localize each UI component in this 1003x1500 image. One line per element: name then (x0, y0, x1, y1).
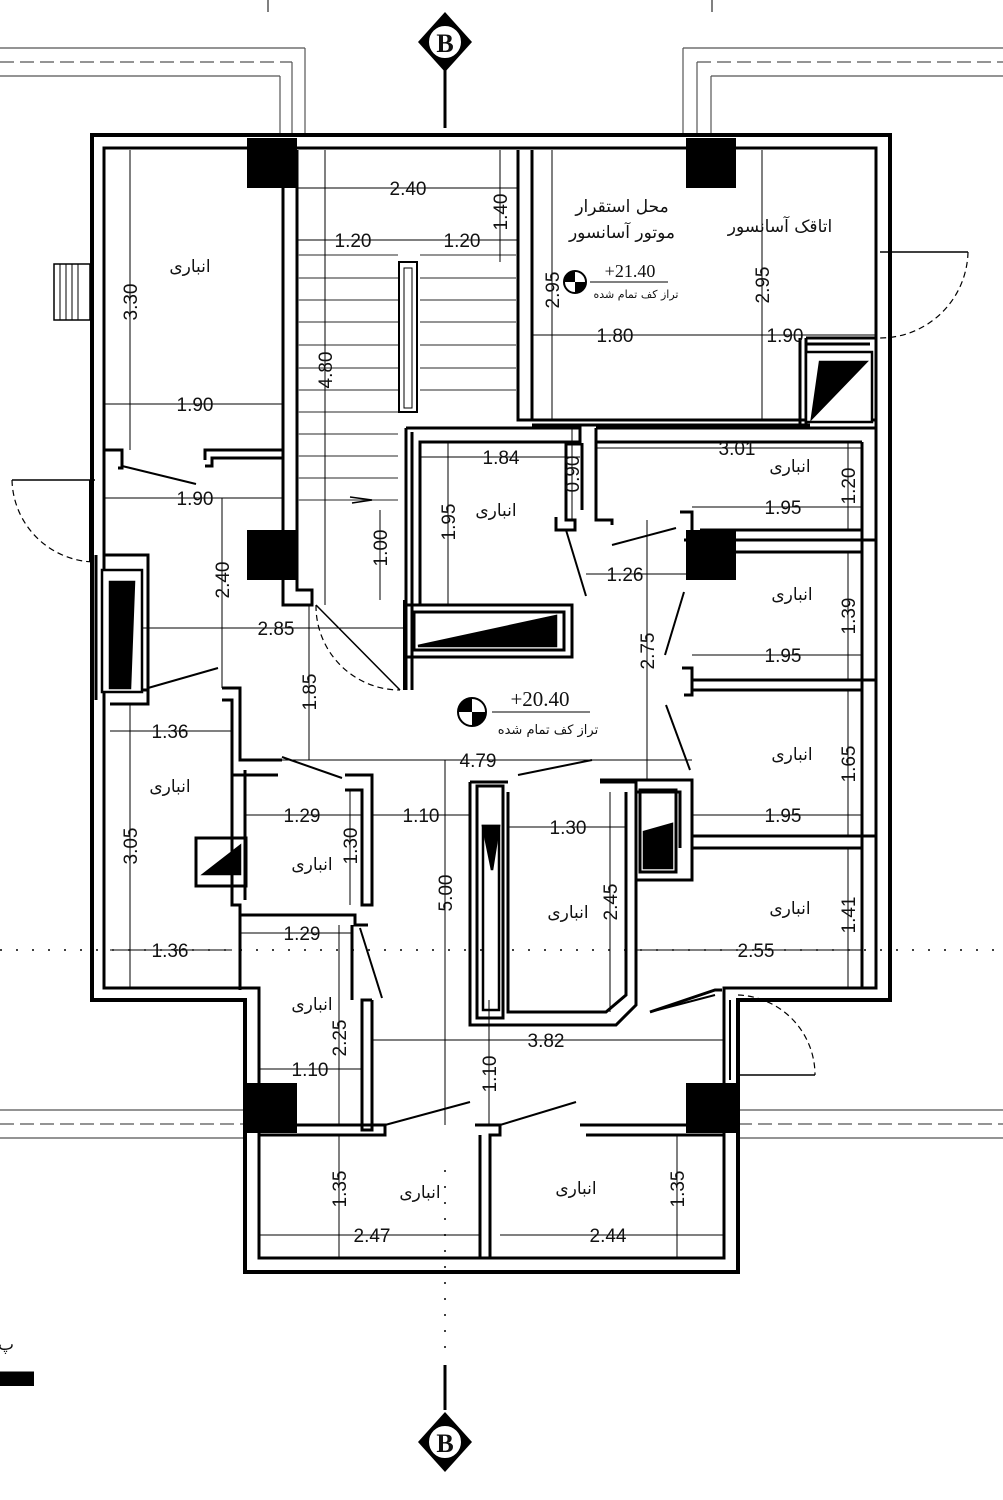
roof-boundary-lines (0, 47, 1003, 1139)
room-label-motor-line2: موتور آسانسور (568, 221, 675, 243)
room-label-storage-11: انباری (399, 1183, 440, 1203)
room-label-storage-2: انباری (475, 501, 516, 521)
dim-2-25: 2.25 (330, 1020, 351, 1057)
dimension-texts: 2.40 1.20 1.20 1.40 4.80 3.30 1.90 1.90 … (121, 179, 860, 1247)
dim-4-80: 4.80 (316, 352, 337, 389)
room-label-storage-4: انباری (771, 585, 812, 605)
dim-1-00: 1.00 (371, 530, 392, 567)
dim-1-84: 1.84 (483, 448, 520, 469)
axis-label-top: B (436, 29, 453, 58)
dim-1-10-b: 1.10 (292, 1060, 329, 1081)
dim-1-35-b: 1.35 (668, 1171, 689, 1208)
dim-2-45: 2.45 (601, 884, 622, 921)
dim-1-20-a: 1.20 (335, 231, 372, 252)
dim-1-26: 1.26 (607, 565, 644, 586)
dim-1-85: 1.85 (300, 674, 321, 711)
room-label-storage-7: انباری (291, 855, 332, 875)
dim-1-10-a: 1.10 (403, 806, 440, 827)
dim-1-41: 1.41 (839, 897, 860, 934)
dim-1-35-a: 1.35 (330, 1171, 351, 1208)
room-label-storage-6: انباری (149, 777, 190, 797)
dim-1-20-b: 1.20 (444, 231, 481, 252)
dim-2-95-b: 2.95 (753, 267, 774, 304)
dim-3-82: 3.82 (528, 1031, 565, 1052)
room-label-storage-8: انباری (547, 903, 588, 923)
room-label-storage-3: انباری (769, 457, 810, 477)
dim-3-30: 3.30 (121, 284, 142, 321)
room-labels: انباری انباری انباری انباری انباری انبار… (149, 197, 832, 1203)
dim-2-40-top: 2.40 (390, 179, 427, 200)
dimension-lines (104, 150, 876, 1258)
dim-1-90-b: 1.90 (177, 489, 214, 510)
room-label-storage-5: انباری (771, 745, 812, 765)
dim-3-01: 3.01 (719, 439, 756, 460)
room-label-storage-9: انباری (769, 899, 810, 919)
dim-1-95-b: 1.95 (765, 498, 802, 519)
doors (11, 251, 969, 1126)
edge-text-fragment: پ (0, 1335, 14, 1355)
dim-1-40: 1.40 (491, 194, 512, 231)
dim-1-39: 1.39 (839, 598, 860, 635)
dim-1-29-b: 1.29 (284, 924, 321, 945)
axis-bubble-bottom: B (418, 1412, 472, 1472)
level-value-motor: +21.40 (605, 261, 656, 281)
room-label-storage-12: انباری (555, 1179, 596, 1199)
stair-treads (298, 254, 516, 504)
level-value-main: +20.40 (510, 687, 569, 711)
dim-1-80: 1.80 (597, 326, 634, 347)
room-label-motor-line1: محل استقرار (574, 197, 668, 217)
columns (247, 138, 736, 1133)
dim-1-29-a: 1.29 (284, 806, 321, 827)
dim-1-95-c: 1.95 (765, 646, 802, 667)
room-label-storage-1: انباری (169, 257, 210, 277)
axis-label-bottom: B (436, 1429, 453, 1458)
dim-2-55: 2.55 (738, 941, 775, 962)
level-caption-main: تراز کف تمام شده (498, 723, 599, 738)
dim-1-36-b: 1.36 (152, 941, 189, 962)
dim-2-44: 2.44 (590, 1226, 627, 1247)
axis-lines (0, 0, 1003, 1410)
dim-1-95-d: 1.95 (765, 806, 802, 827)
level-caption-motor: تراز کف تمام شده (594, 288, 679, 301)
dim-2-40-left: 2.40 (213, 562, 234, 599)
dim-2-95-a: 2.95 (543, 272, 564, 309)
dim-2-47: 2.47 (354, 1226, 391, 1247)
dim-4-79: 4.79 (460, 751, 497, 772)
dim-2-85: 2.85 (258, 619, 295, 640)
ducts (100, 350, 874, 1012)
dim-1-36-a: 1.36 (152, 722, 189, 743)
dim-0-90: 0.90 (563, 456, 584, 493)
level-marker-main: +20.40 تراز کف تمام شده (457, 687, 599, 738)
room-label-elevator: اتاقک آسانسور (727, 215, 832, 237)
dim-5-00: 5.00 (436, 875, 457, 912)
level-marker-motor: +21.40 تراز کف تمام شده (563, 261, 679, 301)
dim-1-30-b: 1.30 (550, 818, 587, 839)
axis-bubble-top: B (418, 12, 472, 72)
dim-2-75: 2.75 (638, 633, 659, 670)
dim-1-30-a: 1.30 (341, 828, 362, 865)
dim-1-65: 1.65 (839, 746, 860, 783)
room-label-storage-10: انباری (291, 995, 332, 1015)
dim-1-95-a: 1.95 (439, 504, 460, 541)
scale-bar: پ (0, 1335, 34, 1386)
dim-1-90-c: 1.90 (767, 326, 804, 347)
dim-1-90-a: 1.90 (177, 395, 214, 416)
dim-1-10-c: 1.10 (480, 1056, 501, 1093)
dim-1-20-c: 1.20 (839, 468, 860, 505)
dim-3-05: 3.05 (121, 828, 142, 865)
